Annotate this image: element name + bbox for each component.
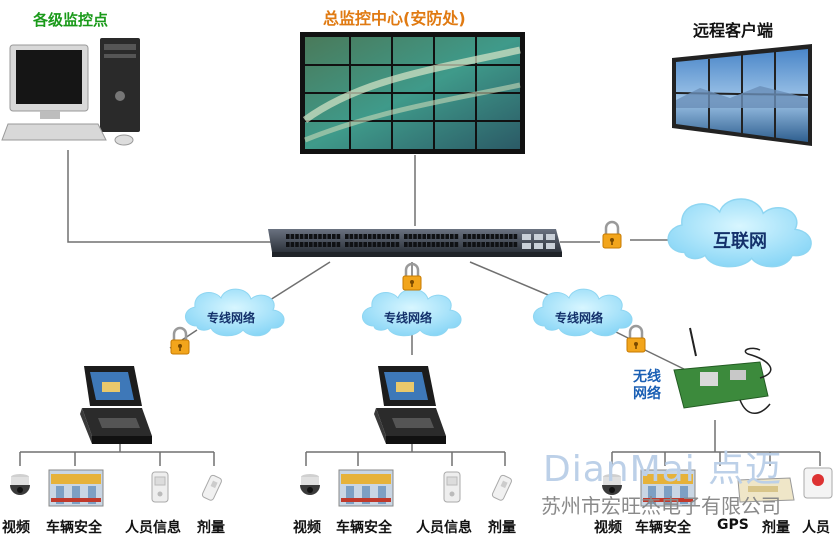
vehicle-safety-icon <box>338 469 394 507</box>
remote-video-wall-icon <box>672 44 812 146</box>
wireless-module-icon <box>673 327 772 414</box>
wireless-network-label: 无线 网络 <box>633 369 661 402</box>
dedicated-network-3-label: 专线网络 <box>555 311 604 325</box>
group1-label-personnel: 人员信息 <box>125 520 181 536</box>
alarm-icon <box>803 467 833 499</box>
dosimeter-icon <box>490 473 513 502</box>
network-switch-icon <box>268 229 562 257</box>
lock-icon <box>169 326 191 356</box>
id-card-reader-icon <box>151 471 169 503</box>
desktop-pc-icon <box>1 38 140 146</box>
group2-label-dose: 剂量 <box>488 520 516 536</box>
group2-label-personnel: 人员信息 <box>416 520 472 536</box>
group3-label-video: 视频 <box>594 520 622 536</box>
branch-points-label: 各级监控点 <box>33 11 109 29</box>
group1-label-dose: 剂量 <box>197 520 225 536</box>
dedicated-network-1-label: 专线网络 <box>207 311 256 325</box>
group2-label-video: 视频 <box>293 520 321 536</box>
center-label: 总监控中心(安防处) <box>323 9 466 28</box>
group3-label-gps: GPS <box>717 517 749 533</box>
watermark-company: 苏州市宏旺杰电子有限公司 <box>541 494 781 518</box>
kiosk-terminal-icon <box>80 366 152 444</box>
dedicated-network-2-label: 专线网络 <box>384 311 433 325</box>
remote-client-label: 远程客户端 <box>693 21 774 40</box>
group3-label-vehicle: 车辆安全 <box>635 520 691 536</box>
group1-label-video: 视频 <box>2 520 30 536</box>
kiosk-terminal-icon <box>374 366 446 444</box>
dosimeter-icon <box>200 473 223 502</box>
lock-icon <box>601 220 623 250</box>
watermark-brand: DianMai 点迈 <box>543 449 783 490</box>
internet-label: 互联网 <box>713 231 767 252</box>
lock-icon <box>625 324 647 354</box>
group3-label-person: 人员 <box>802 520 830 536</box>
id-card-reader-icon <box>443 471 461 503</box>
group1-label-vehicle: 车辆安全 <box>46 520 102 536</box>
vehicle-safety-icon <box>48 469 104 507</box>
gps-device-icon <box>737 477 795 503</box>
dome-camera-icon <box>300 474 320 495</box>
video-wall-icon <box>300 32 525 154</box>
dome-camera-icon <box>10 474 30 495</box>
group3-label-dose: 剂量 <box>762 520 790 536</box>
group2-label-vehicle: 车辆安全 <box>336 520 392 536</box>
